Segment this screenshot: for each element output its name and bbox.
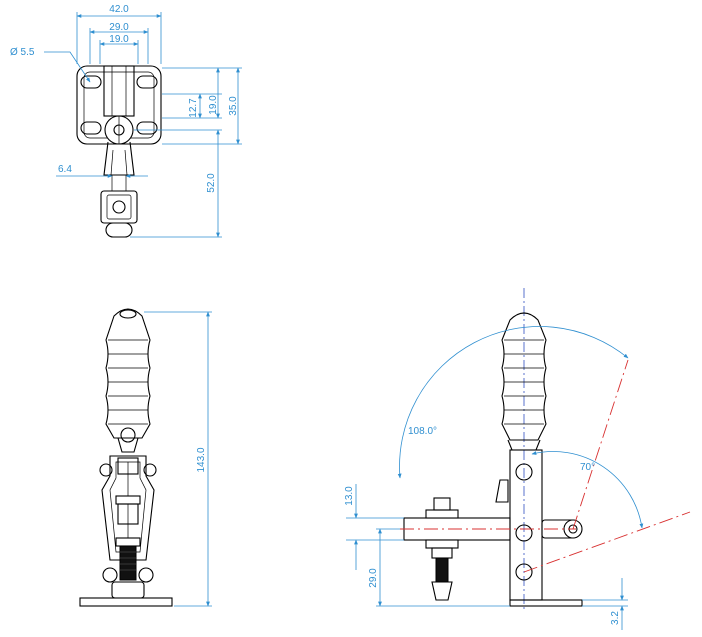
dim-bolt-spacing: 29.0 — [109, 22, 129, 33]
top-slot-lower-left — [80, 121, 102, 135]
front-lower-nut — [115, 537, 141, 547]
side-closed-arm-line — [523, 511, 691, 573]
dim-19-0-vertical: 19.0 — [208, 95, 219, 115]
side-base-plate — [509, 599, 583, 607]
side-spindle-top — [433, 497, 451, 511]
top-body — [103, 65, 135, 117]
side-lower-nut — [425, 539, 459, 549]
front-handle-grip — [105, 308, 151, 439]
dim-slot-spacing: 19.0 — [109, 34, 129, 45]
dim-total-height: 143.0 — [196, 447, 207, 472]
side-upper-nut — [425, 509, 459, 519]
top-arm — [103, 141, 135, 176]
side-spindle-thread — [435, 557, 449, 583]
top-spindle-holder — [100, 190, 138, 224]
dim-6-4: 6.4 — [58, 164, 72, 175]
side-stop-tab — [495, 479, 509, 503]
side-mid-pivot — [515, 524, 533, 542]
dim-3-2: 3.2 — [610, 611, 621, 625]
dim-overall-width: 42.0 — [109, 4, 129, 15]
top-spindle-tip — [105, 222, 133, 238]
arc-70 — [531, 451, 644, 529]
front-linkage — [101, 455, 155, 561]
top-slot-upper-left — [80, 75, 102, 89]
front-base-plate — [79, 597, 173, 607]
front-upper-nut — [115, 495, 141, 505]
side-view: 108.0° 70° 13.0 29.0 3.2 — [344, 288, 691, 630]
top-view: 42.0 29.0 19.0 Ø 5.5 35.0 19.0 12.7 52.0… — [10, 4, 242, 238]
front-spindle-thread — [119, 545, 137, 581]
top-slot-lower-right — [136, 121, 158, 135]
side-lower-pivot — [515, 563, 533, 581]
dim-12-7: 12.7 — [188, 98, 199, 118]
side-spindle-tip — [431, 581, 453, 601]
angle-handle-open: 108.0° — [408, 426, 437, 437]
dim-13-0: 13.0 — [344, 486, 355, 506]
angle-arm: 70° — [580, 462, 595, 473]
front-view: 143.0 — [79, 308, 212, 607]
front-handle-neck — [117, 437, 139, 453]
arc-108 — [397, 326, 629, 479]
top-slot-upper-right — [136, 75, 158, 89]
dim-29-0: 29.0 — [368, 568, 379, 588]
dim-35-0: 35.0 — [228, 96, 239, 116]
dim-52-0: 52.0 — [206, 173, 217, 193]
side-open-arm-line — [572, 359, 629, 530]
dim-hole-diameter: Ø 5.5 — [10, 47, 35, 58]
top-spindle-hex — [112, 200, 126, 214]
